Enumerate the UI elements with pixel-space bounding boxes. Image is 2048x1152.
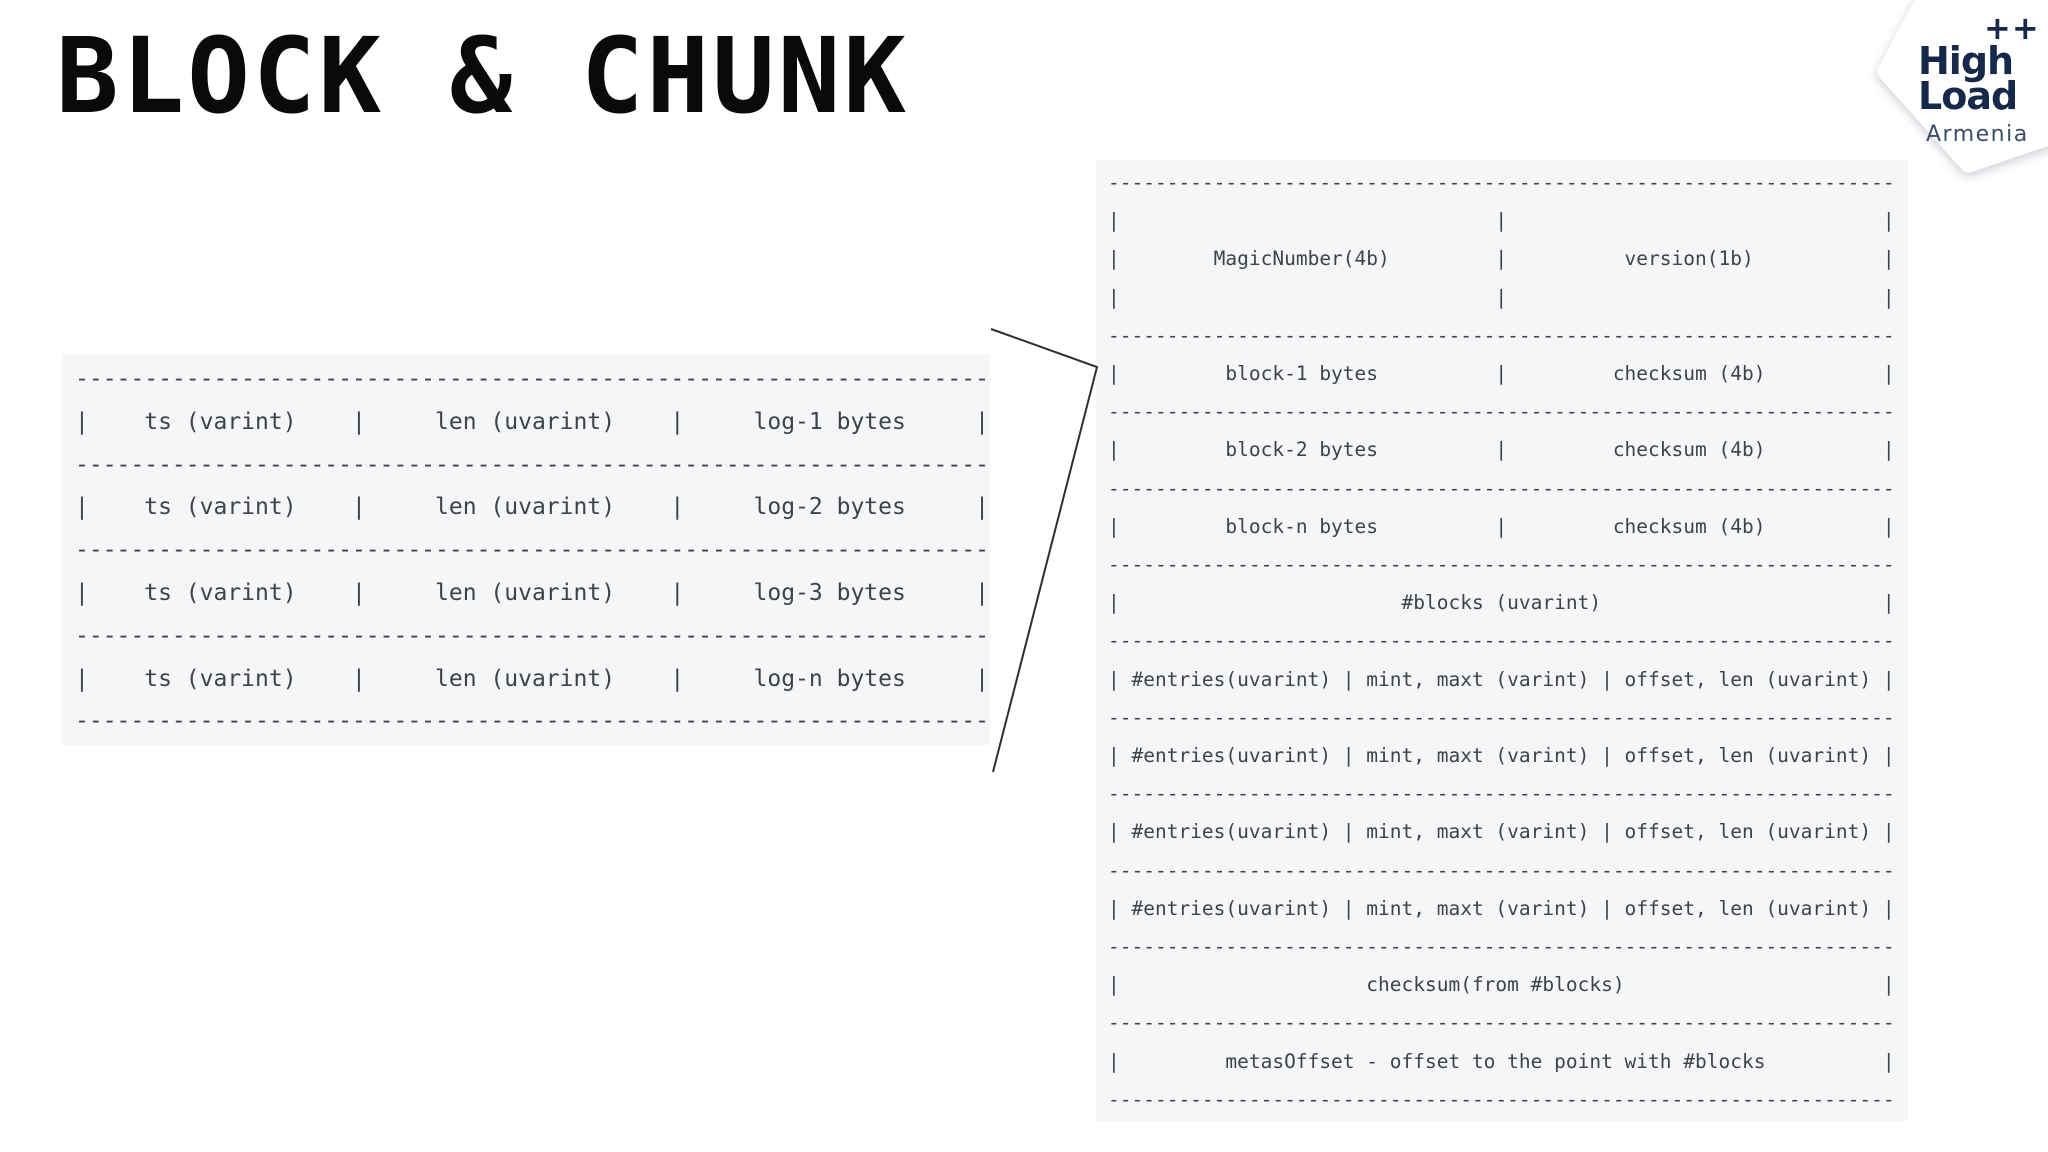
hexagon-badge-icon xyxy=(1877,0,2048,173)
chunk-structure-diagram: ----------------------------------------… xyxy=(1096,160,1908,1122)
block-structure-diagram: ----------------------------------------… xyxy=(62,354,990,746)
logo-region-label: Armenia xyxy=(1926,122,2029,147)
logo-line-high: High xyxy=(1918,39,2014,83)
page-title: BLOCK & CHUNK xyxy=(56,15,909,137)
logo-line-load: Load xyxy=(1918,74,2018,118)
logo-plus-plus: ++ xyxy=(1984,9,2040,47)
